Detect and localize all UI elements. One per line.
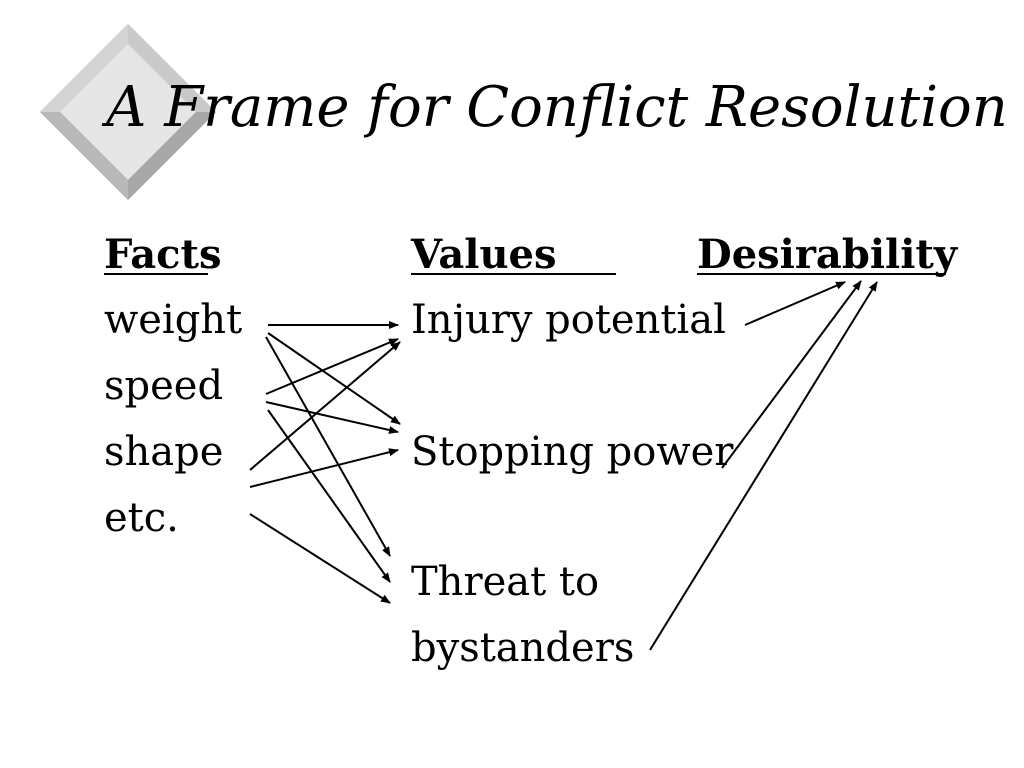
arrow-weight-threat: [265, 336, 391, 557]
fact-shape: shape: [104, 429, 224, 475]
fact-speed: speed: [104, 363, 224, 409]
value-threat-to: Threat to: [411, 559, 600, 605]
fact-weight: weight: [104, 297, 243, 343]
value-injury-potential: Injury potential: [411, 297, 726, 343]
arrow-shape-injury: [249, 341, 401, 471]
underline-facts: [104, 273, 208, 275]
arrow-injury-desirability: [744, 281, 846, 326]
arrow-weight-stopping: [267, 332, 401, 425]
underline-desirability: [697, 273, 946, 275]
value-bystanders: bystanders: [411, 625, 635, 671]
fact-etc: etc.: [104, 495, 179, 541]
arrow-speed-stopping: [265, 401, 399, 434]
arrow-shape-stopping: [249, 448, 399, 488]
arrow-speed-injury: [265, 338, 399, 395]
diamond-bullet-icon: [40, 24, 216, 200]
header-facts: Facts: [104, 231, 222, 278]
arrow-etc-threat: [249, 513, 391, 604]
arrow-stopping-desirability: [721, 280, 862, 469]
arrow-speed-threat: [267, 409, 391, 583]
arrow-threat-desirability: [649, 281, 878, 651]
header-desirability: Desirability: [697, 231, 958, 278]
value-stopping-power: Stopping power: [411, 429, 734, 475]
header-values: Values: [411, 231, 557, 278]
slide-title: A Frame for Conflict Resolution: [106, 75, 1008, 140]
underline-values: [411, 273, 616, 275]
